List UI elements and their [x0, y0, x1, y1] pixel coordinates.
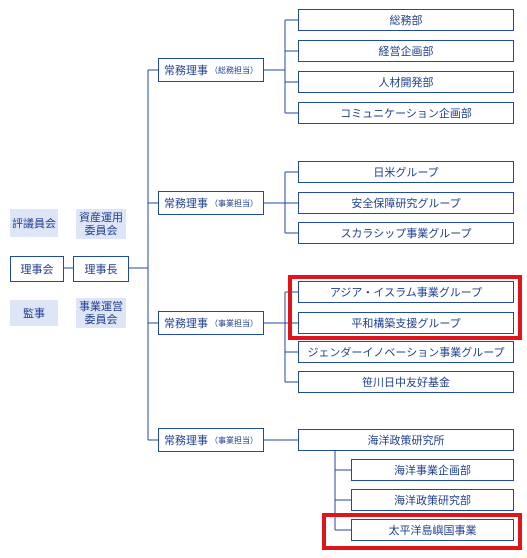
highlight-frame-asia-peace	[288, 275, 522, 340]
unit-ocean-policy-institute: 海洋政策研究所	[298, 429, 514, 451]
director-box-general-affairs: 常務理事（総務担当）	[158, 58, 264, 82]
operations-committee-line-2: 委員会	[84, 313, 118, 326]
unit-label: 経営企画部	[378, 45, 434, 58]
unit-ocean-planning: 海洋事業企画部	[351, 459, 514, 481]
unit-ocean-research: 海洋政策研究部	[351, 489, 514, 511]
asset-committee-line-2: 委員会	[84, 224, 118, 237]
director-label: 常務理事	[164, 197, 208, 210]
board-of-directors-label: 理事会	[20, 263, 54, 276]
auditors-box: 監事	[10, 300, 58, 326]
unit-label: 総務部	[389, 14, 423, 27]
board-of-councillors-box: 評議員会	[10, 209, 58, 237]
unit-corporate-planning: 経営企画部	[298, 40, 514, 62]
unit-label: 海洋政策研究部	[394, 494, 471, 507]
unit-label: コミュニケーション企画部	[340, 107, 472, 120]
unit-scholarship: スカラシップ事業グループ	[298, 222, 514, 244]
chairman-label: 理事長	[84, 263, 118, 276]
director-box-program-3: 常務理事（事業担当）	[158, 428, 264, 452]
unit-japan-china-fund: 笹川日中友好基金	[298, 371, 514, 393]
unit-gender-innovation: ジェンダーイノベーション事業グループ	[298, 341, 514, 363]
unit-label: 海洋政策研究所	[367, 434, 445, 447]
director-note: （総務担当）	[210, 65, 258, 75]
unit-label: 海洋事業企画部	[394, 464, 471, 477]
highlight-frame-pacific-islands	[322, 513, 522, 550]
unit-label: 人材開発部	[378, 76, 434, 89]
director-label: 常務理事	[164, 317, 208, 330]
unit-label: 笹川日中友好基金	[362, 376, 450, 389]
director-box-program-2: 常務理事（事業担当）	[158, 311, 264, 335]
unit-human-resources: 人材開発部	[298, 71, 514, 93]
unit-label: 日米グループ	[373, 166, 439, 179]
unit-pacific-islands: 太平洋島嶼国事業	[351, 519, 514, 541]
board-of-councillors-label: 評議員会	[12, 216, 56, 230]
board-of-directors-box: 理事会	[10, 256, 64, 282]
director-note: （事業担当）	[210, 435, 258, 445]
unit-label: 太平洋島嶼国事業	[388, 524, 477, 537]
unit-communications: コミュニケーション企画部	[298, 102, 514, 124]
unit-japan-us: 日米グループ	[298, 161, 514, 183]
unit-label: 安全保障研究グループ	[351, 197, 461, 210]
auditors-label: 監事	[23, 306, 45, 320]
asset-committee-box: 資産運用 委員会	[76, 209, 126, 239]
director-note: （事業担当）	[210, 318, 258, 328]
unit-label: ジェンダーイノベーション事業グループ	[307, 346, 505, 359]
unit-label: アジア・イスラム事業グループ	[329, 286, 483, 299]
unit-asia-islam: アジア・イスラム事業グループ	[298, 281, 514, 303]
director-label: 常務理事	[164, 434, 208, 447]
operations-committee-box: 事業運営 委員会	[76, 298, 126, 328]
unit-peacebuilding: 平和構築支援グループ	[298, 312, 514, 334]
unit-security-studies: 安全保障研究グループ	[298, 192, 514, 214]
director-note: （事業担当）	[210, 198, 258, 208]
asset-committee-line-1: 資産運用	[79, 211, 123, 224]
unit-label: 平和構築支援グループ	[351, 317, 461, 330]
director-label: 常務理事	[164, 64, 208, 77]
director-box-program-1: 常務理事（事業担当）	[158, 191, 264, 215]
unit-label: スカラシップ事業グループ	[340, 227, 472, 240]
operations-committee-line-1: 事業運営	[79, 300, 123, 313]
unit-general-affairs: 総務部	[298, 9, 514, 31]
chairman-box: 理事長	[73, 256, 129, 282]
